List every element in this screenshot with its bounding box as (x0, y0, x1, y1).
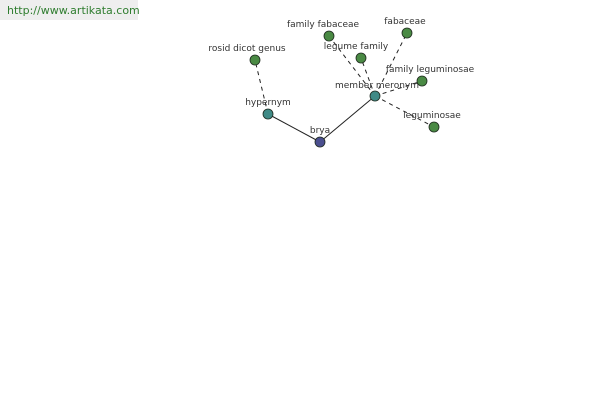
nodes-layer: brya hypernym member meronym rosid dicot ge… (208, 17, 475, 148)
edge-member-meronym-legume-family (360, 57, 376, 97)
node-label-leguminosae[interactable]: leguminosae (403, 111, 461, 121)
url-banner: http://www.artikata.com (0, 0, 140, 20)
node-fabaceae[interactable]: fabaceae (384, 17, 426, 39)
node-label-fabaceae[interactable]: fabaceae (384, 17, 426, 27)
edge-member-meronym-fabaceae (374, 32, 408, 97)
node-hypernym[interactable]: hypernym (245, 98, 291, 120)
node-dot-family-fabaceae[interactable] (323, 30, 335, 42)
site-url[interactable]: http://www.artikata.com (7, 4, 140, 17)
node-label-brya[interactable]: brya (310, 126, 330, 136)
node-dot-legume-family[interactable] (355, 52, 367, 64)
node-dot-fabaceae[interactable] (401, 27, 413, 39)
node-rosid-dicot-genus[interactable]: rosid dicot genus (208, 44, 286, 66)
node-label-legume-family[interactable]: legume family (324, 42, 389, 52)
node-label-member-meronym[interactable]: member meronym (335, 81, 419, 91)
edge-brya-member-meronym (319, 95, 376, 143)
edge-member-meronym-family-leguminosae (374, 80, 423, 97)
node-member-meronym[interactable]: member meronym (335, 81, 419, 102)
node-label-rosid-dicot-genus[interactable]: rosid dicot genus (208, 44, 285, 54)
node-brya[interactable]: brya (310, 126, 330, 148)
node-dot-family-leguminosae[interactable] (416, 75, 428, 87)
node-dot-rosid-dicot-genus[interactable] (249, 54, 261, 66)
node-label-hypernym[interactable]: hypernym (245, 98, 291, 108)
node-family-fabaceae[interactable]: family fabaceae (287, 20, 360, 42)
node-dot-member-meronym[interactable] (369, 90, 381, 102)
edge-brya-hypernym (267, 113, 321, 143)
node-leguminosae[interactable]: leguminosae (403, 111, 461, 133)
node-label-family-fabaceae[interactable]: family fabaceae (287, 20, 360, 30)
node-dot-brya[interactable] (314, 136, 326, 148)
edge-member-meronym-leguminosae (374, 95, 435, 128)
node-dot-hypernym[interactable] (262, 108, 274, 120)
node-legume-family[interactable]: legume family (324, 42, 389, 64)
node-label-family-leguminosae[interactable]: family leguminosae (386, 65, 475, 75)
edge-hypernym-rosid-dicot-genus (254, 59, 269, 115)
edges-layer (254, 32, 435, 143)
node-dot-leguminosae[interactable] (428, 121, 440, 133)
node-family-leguminosae[interactable]: family leguminosae (386, 65, 475, 87)
